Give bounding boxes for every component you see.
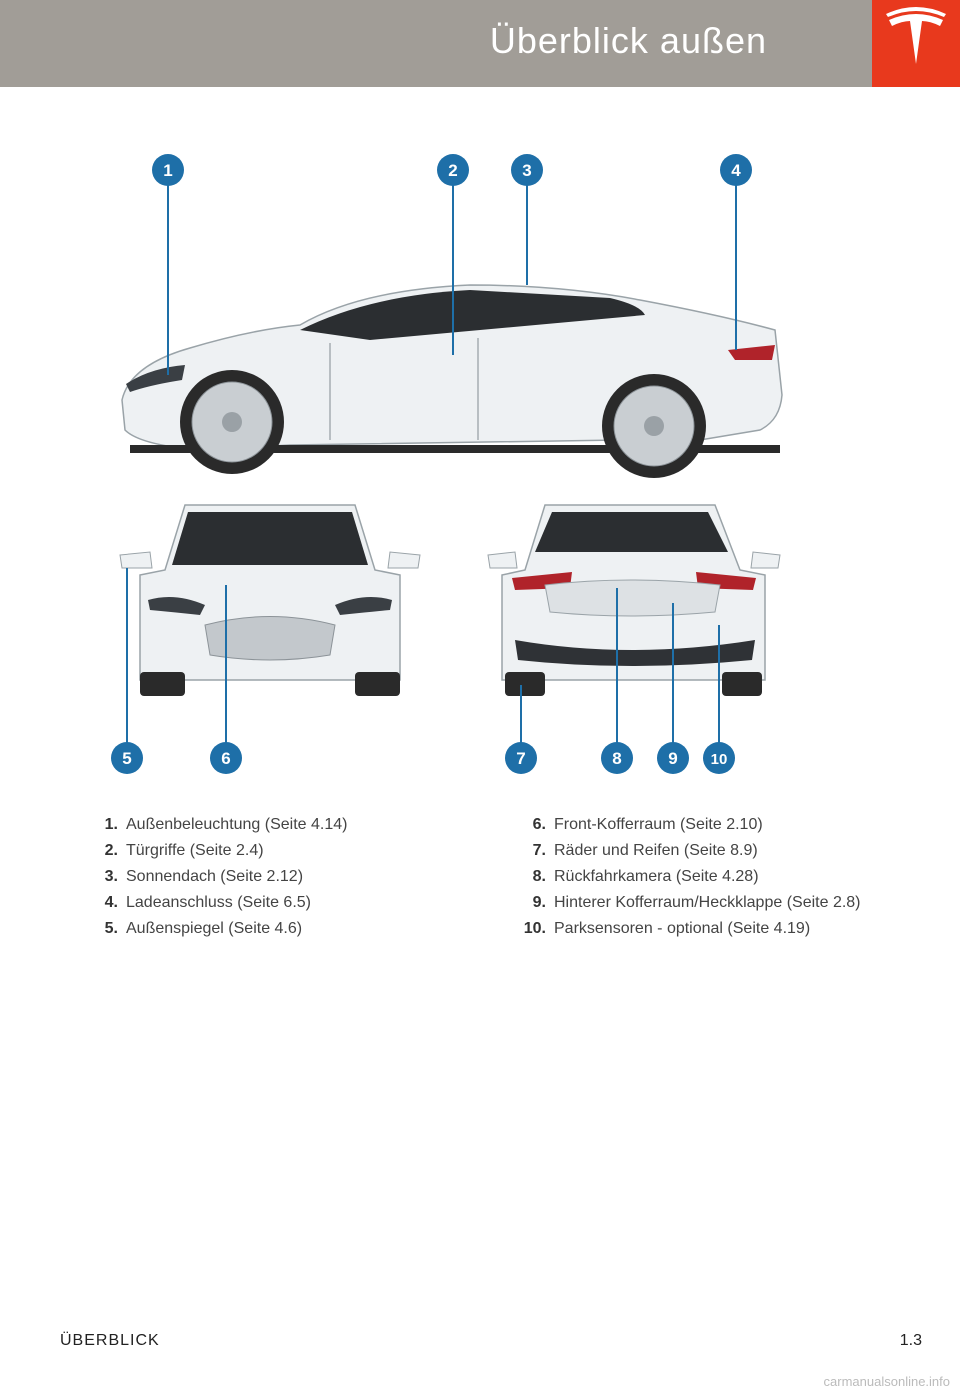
legend-right-column: 6. Front-Kofferraum (Seite 2.10) 7. Räde… xyxy=(516,812,876,942)
side-view-car xyxy=(121,284,783,478)
callout-badge-8: 8 xyxy=(601,742,633,774)
tesla-logo-icon xyxy=(886,7,946,64)
callout-badge-6: 6 xyxy=(210,742,242,774)
callout-number: 7 xyxy=(516,749,525,768)
callout-badge-4: 4 xyxy=(720,154,752,186)
callout-number: 3 xyxy=(522,161,531,180)
callout-badge-2: 2 xyxy=(437,154,469,186)
legend-text: Türgriffe (Seite 2.4) xyxy=(126,842,264,859)
callout-number: 8 xyxy=(612,749,621,768)
callout-number: 5 xyxy=(122,749,131,768)
legend-item: 4. Ladeanschluss (Seite 6.5) xyxy=(88,890,408,916)
legend-number: 5. xyxy=(104,920,118,937)
legend-text: Ladeanschluss (Seite 6.5) xyxy=(126,894,311,911)
legend-text: Rückfahrkamera (Seite 4.28) xyxy=(554,868,759,885)
watermark: carmanualsonline.info xyxy=(823,1374,950,1389)
header-bar: Überblick außen xyxy=(0,0,872,87)
legend-item: 10. Parksensoren - optional (Seite 4.19) xyxy=(516,916,876,942)
legend-item: 9. Hinterer Kofferraum/Heckklappe (Seite… xyxy=(516,890,876,916)
callout-lines xyxy=(126,185,737,745)
legend-item: 7. Räder und Reifen (Seite 8.9) xyxy=(516,838,876,864)
footer-page-number: 1.3 xyxy=(899,1332,922,1349)
callout-badge-10: 10 xyxy=(703,742,735,774)
legend-number: 3. xyxy=(104,868,118,885)
car-illustration: 1 2 3 4 5 6 7 8 9 10 xyxy=(111,154,783,774)
legend-number: 4. xyxy=(104,894,118,911)
callout-number: 9 xyxy=(668,749,677,768)
legend-left-column: 1. Außenbeleuchtung (Seite 4.14) 2. Türg… xyxy=(88,812,408,942)
legend-text: Außenspiegel (Seite 4.6) xyxy=(126,920,303,937)
legend-text: Hinterer Kofferraum/Heckklappe (Seite 2.… xyxy=(554,894,861,911)
legend-text: Räder und Reifen (Seite 8.9) xyxy=(554,842,758,859)
legend-number: 2. xyxy=(104,842,118,859)
legend-item: 5. Außenspiegel (Seite 4.6) xyxy=(88,916,408,942)
front-view-car xyxy=(119,504,421,696)
legend-item: 6. Front-Kofferraum (Seite 2.10) xyxy=(516,812,876,838)
legend-item: 2. Türgriffe (Seite 2.4) xyxy=(88,838,408,864)
legend-number: 9. xyxy=(532,894,546,911)
legend-item: 1. Außenbeleuchtung (Seite 4.14) xyxy=(88,812,408,838)
callout-number: 4 xyxy=(731,161,741,180)
callout-badge-5: 5 xyxy=(111,742,143,774)
callout-number: 1 xyxy=(163,161,172,180)
callout-number: 10 xyxy=(711,751,728,768)
legend-text: Sonnendach (Seite 2.12) xyxy=(126,868,304,885)
callout-number: 2 xyxy=(448,161,457,180)
callout-number: 6 xyxy=(221,749,230,768)
page-title: Überblick außen xyxy=(489,20,767,61)
callout-badge-9: 9 xyxy=(657,742,689,774)
rear-view-car xyxy=(487,504,781,696)
logo-box xyxy=(872,0,960,87)
legend-number: 8. xyxy=(532,868,546,885)
legend-text: Außenbeleuchtung (Seite 4.14) xyxy=(126,816,348,833)
legend-number: 10. xyxy=(523,920,546,937)
legend-number: 1. xyxy=(104,816,118,833)
footer-section-label: ÜBERBLICK xyxy=(60,1332,160,1349)
callout-badge-3: 3 xyxy=(511,154,543,186)
legend-text: Parksensoren - optional (Seite 4.19) xyxy=(554,920,811,937)
callout-badge-7: 7 xyxy=(505,742,537,774)
callout-badge-1: 1 xyxy=(152,154,184,186)
legend-item: 8. Rückfahrkamera (Seite 4.28) xyxy=(516,864,876,890)
legend-text: Front-Kofferraum (Seite 2.10) xyxy=(554,816,763,833)
legend-number: 7. xyxy=(532,842,546,859)
legend-number: 6. xyxy=(532,816,546,833)
legend-item: 3. Sonnendach (Seite 2.12) xyxy=(88,864,408,890)
